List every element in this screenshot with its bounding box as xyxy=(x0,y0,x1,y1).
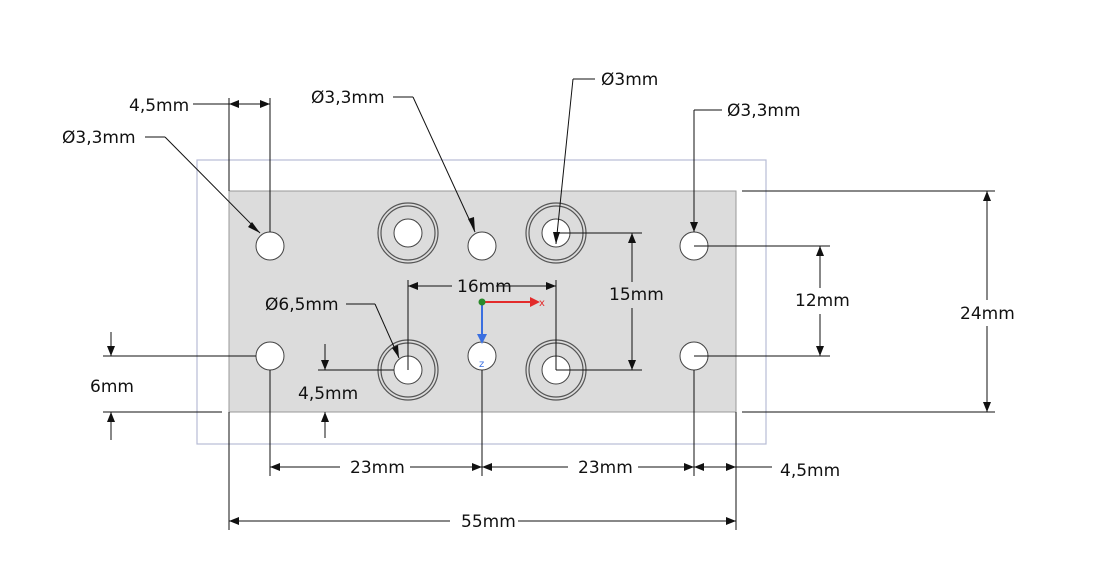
dim-left-edge-height: 6mm xyxy=(90,377,134,397)
dim-total-width: 55mm xyxy=(461,512,516,532)
dim-right-vertical-spacing: 12mm xyxy=(795,291,850,311)
dim-inner-edge-height: 4,5mm xyxy=(298,384,358,404)
hole-left-bottom xyxy=(255,341,285,371)
dim-total-height: 24mm xyxy=(960,304,1015,324)
hole-left-top xyxy=(255,231,285,261)
coordinate-axes-icon: x z xyxy=(477,297,545,370)
dim-left-span: 23mm xyxy=(350,458,405,478)
dim-hole-diameter-top-center: Ø3mm xyxy=(601,70,658,90)
dim-vertical-center-spacing: 15mm xyxy=(609,285,664,305)
dim-right-span: 23mm xyxy=(578,458,633,478)
dim-hole-diameter-top-mid: Ø3,3mm xyxy=(311,88,385,108)
hole-center-top xyxy=(467,231,497,261)
axis-x-label: x xyxy=(539,298,545,309)
dim-counterbore-diameter: Ø6,5mm xyxy=(265,295,339,315)
dim-center-spacing: 16mm xyxy=(457,277,512,297)
dim-hole-diameter-top-right: Ø3,3mm xyxy=(727,101,801,121)
axis-z-label: z xyxy=(479,359,484,370)
dim-hole-diameter-top-left: Ø3,3mm xyxy=(62,128,136,148)
dim-left-edge-width: 4,5mm xyxy=(129,96,189,116)
dimension-lines xyxy=(103,78,995,530)
dim-right-edge-width: 4,5mm xyxy=(780,461,840,481)
counterbore-top-left xyxy=(377,202,439,264)
